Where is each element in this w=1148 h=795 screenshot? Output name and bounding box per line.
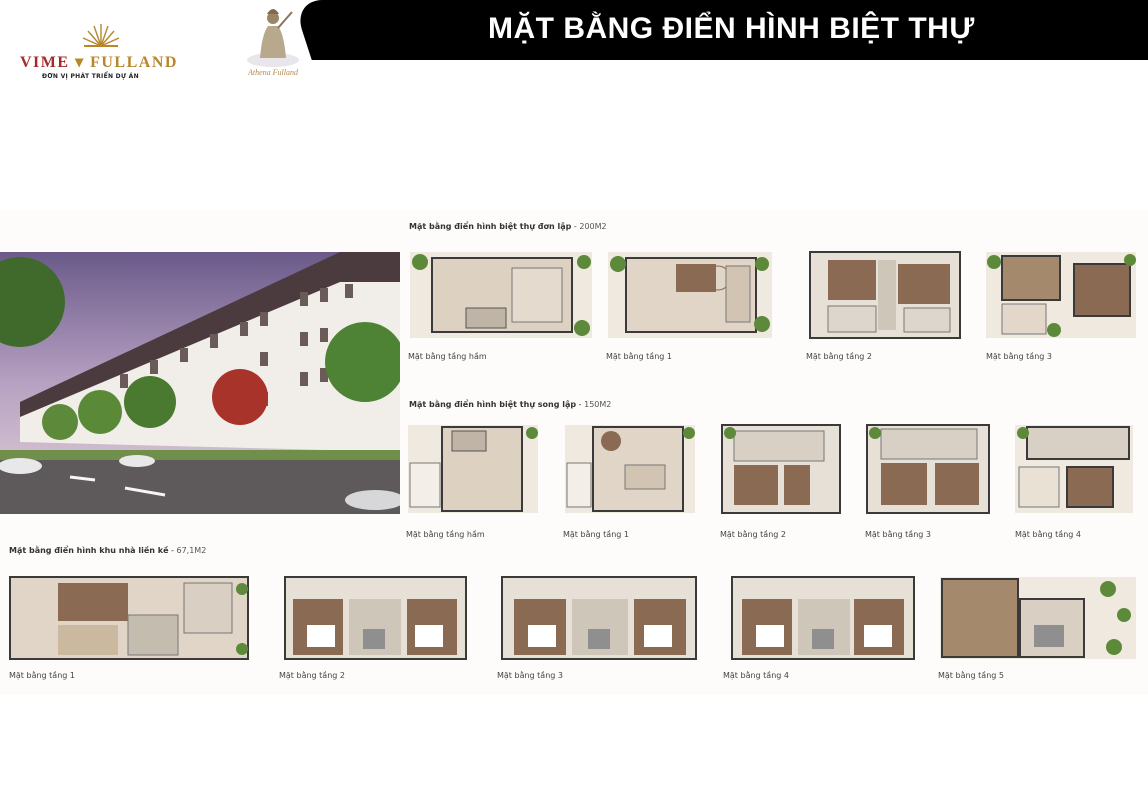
- floor-plan-single-floor-2: [809, 251, 961, 339]
- caption-row-floor-2: Mặt bằng tầng 2: [279, 671, 345, 680]
- caption-semi-basement: Mặt bằng tầng hầm: [406, 530, 485, 539]
- caption-row-floor-5: Mặt bằng tầng 5: [938, 671, 1004, 680]
- logo-wordmark: VIME ▾ FULLAND: [20, 52, 178, 72]
- floor-plan-semi-floor-2: [721, 424, 841, 514]
- floor-plan-single-floor-3: [986, 252, 1136, 338]
- floor-plan-row-floor-1: [9, 576, 249, 660]
- caption-single-floor-2: Mặt bằng tầng 2: [806, 352, 872, 361]
- caption-row-floor-3: Mặt bằng tầng 3: [497, 671, 563, 680]
- caption-semi-floor-2: Mặt bằng tầng 2: [720, 530, 786, 539]
- title-separator: -: [576, 400, 585, 409]
- logo-word-fulland: FULLAND: [90, 54, 178, 71]
- caption-row-floor-4: Mặt bằng tầng 4: [723, 671, 789, 680]
- caption-single-floor-3: Mặt bằng tầng 3: [986, 352, 1052, 361]
- caption-single-basement: Mặt bằng tầng hầm: [408, 352, 487, 361]
- floor-plan-semi-floor-1: [565, 425, 695, 513]
- page-title: MẶT BẰNG ĐIỂN HÌNH BIỆT THỰ: [488, 12, 975, 45]
- section-title-row-houses: Mặt bằng điển hình khu nhà liền kề - 67,…: [9, 546, 206, 555]
- section-title-semi-detached: Mặt bằng điển hình biệt thự song lập - 1…: [409, 400, 611, 409]
- floor-plan-semi-basement: [408, 425, 538, 513]
- logo-separator: ▾: [69, 54, 91, 71]
- floor-plan-semi-floor-4: [1015, 425, 1133, 513]
- caption-semi-floor-4: Mặt bằng tầng 4: [1015, 530, 1081, 539]
- title-separator: -: [168, 546, 177, 555]
- caption-single-floor-1: Mặt bằng tầng 1: [606, 352, 672, 361]
- floor-plan-row-floor-4: [731, 576, 915, 660]
- section-title-text: Mặt bằng điển hình khu nhà liền kề: [9, 546, 169, 555]
- section-title-text: Mặt bằng điển hình biệt thự đơn lập: [409, 222, 572, 231]
- header-bar: MẶT BẰNG ĐIỂN HÌNH BIỆT THỰ: [338, 0, 1148, 60]
- title-separator: -: [571, 222, 580, 231]
- street-rendering-image: [0, 252, 400, 514]
- caption-row-floor-1: Mặt bằng tầng 1: [9, 671, 75, 680]
- section-area: 200M2: [579, 222, 607, 231]
- logo-sunburst-icon: [82, 24, 120, 47]
- vime-fulland-logo: VIME ▾ FULLAND ĐƠN VỊ PHÁT TRIỂN DỰ ÁN: [20, 22, 185, 82]
- caption-semi-floor-3: Mặt bằng tầng 3: [865, 530, 931, 539]
- section-title-text: Mặt bằng điển hình biệt thự song lập: [409, 400, 577, 409]
- logo-subtitle: ĐƠN VỊ PHÁT TRIỂN DỰ ÁN: [42, 73, 139, 80]
- section-area: 150M2: [584, 400, 612, 409]
- floor-plan-row-floor-5: [940, 577, 1136, 659]
- floor-plan-semi-floor-3: [866, 424, 990, 514]
- floor-plan-single-floor-1: [608, 252, 772, 338]
- floor-plan-row-floor-3: [501, 576, 697, 660]
- caption-semi-floor-1: Mặt bằng tầng 1: [563, 530, 629, 539]
- athena-statue-icon: [247, 9, 299, 67]
- floor-plan-single-basement: [410, 252, 592, 338]
- logo-word-vime: VIME: [20, 54, 70, 71]
- athena-signature: Athena Fulland: [248, 68, 298, 77]
- section-title-single-villa: Mặt bằng điển hình biệt thự đơn lập - 20…: [409, 222, 607, 231]
- floor-plan-row-floor-2: [284, 576, 467, 660]
- athena-fulland-logo: Athena Fulland: [238, 4, 308, 80]
- section-area: 67,1M2: [176, 546, 207, 555]
